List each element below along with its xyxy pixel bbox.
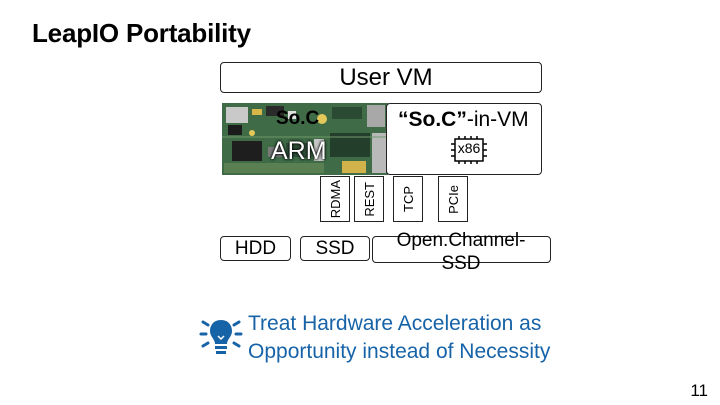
open-channel-ssd-text: Open.Channel-SSD bbox=[396, 230, 526, 274]
arm-label: ARM bbox=[271, 137, 327, 165]
open-channel-ssd-box bbox=[372, 236, 551, 263]
protocol-rdma: RDMA bbox=[320, 176, 350, 222]
soc-label: So.C bbox=[276, 108, 320, 129]
soc-board-photo bbox=[222, 103, 388, 175]
open-channel-ssd-label: Open.Channel-SSD bbox=[386, 229, 536, 275]
soc-in-vm-label-rest: -in-VM bbox=[466, 108, 529, 131]
protocol-rdma-label: RDMA bbox=[327, 179, 343, 219]
protocol-pcie: PCIe bbox=[438, 176, 468, 222]
soc-in-vm-label-bold: “So.C” bbox=[398, 108, 467, 131]
key-message-line2: Opportunity instead of Necessity bbox=[248, 340, 551, 363]
x86-label: x86 bbox=[457, 140, 481, 156]
ssd-label: SSD bbox=[315, 237, 355, 259]
page-number: 11 bbox=[690, 381, 708, 400]
protocol-tcp-label: TCP bbox=[400, 186, 416, 212]
key-message: Treat Hardware Acceleration as Opportuni… bbox=[248, 310, 550, 366]
key-message-line1: Treat Hardware Acceleration as bbox=[248, 312, 542, 335]
protocol-rest: REST bbox=[354, 176, 384, 222]
hdd-box: HDD bbox=[220, 236, 291, 261]
cpu-chip-icon bbox=[451, 136, 487, 164]
hdd-label: HDD bbox=[234, 237, 277, 259]
user-vm-box: User VM bbox=[220, 62, 542, 93]
user-vm-label: User VM bbox=[339, 63, 433, 91]
soc-in-vm-label: “So.C”-in-VM bbox=[398, 108, 529, 132]
lightbulb-icon bbox=[199, 320, 243, 354]
protocol-tcp: TCP bbox=[393, 176, 423, 222]
protocol-rest-label: REST bbox=[361, 181, 377, 217]
ssd-box: SSD bbox=[300, 236, 370, 261]
protocol-pcie-label: PCIe bbox=[445, 184, 461, 214]
slide-title: LeapIO Portability bbox=[32, 18, 251, 48]
